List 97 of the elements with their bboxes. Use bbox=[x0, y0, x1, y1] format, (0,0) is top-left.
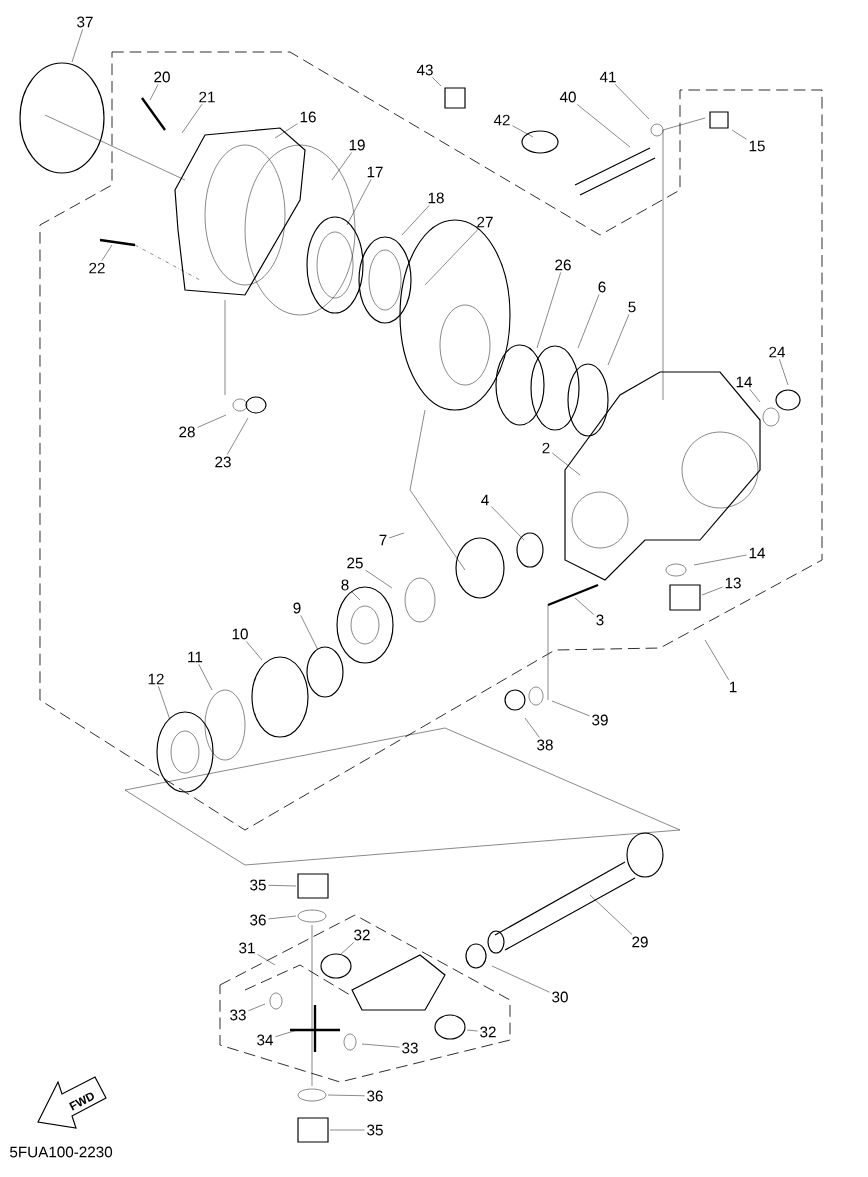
leader-line bbox=[574, 597, 594, 615]
callout-number: 8 bbox=[341, 579, 349, 591]
callout-number: 22 bbox=[89, 262, 105, 274]
leader-line bbox=[274, 123, 298, 139]
callout-number: 41 bbox=[599, 71, 616, 83]
callout-number: 30 bbox=[552, 991, 568, 1003]
callout-number: 31 bbox=[239, 942, 255, 954]
leader-line bbox=[339, 942, 355, 956]
callout-number: 28 bbox=[179, 426, 195, 438]
callout-number: 7 bbox=[379, 534, 387, 546]
callout-number: 35 bbox=[250, 879, 266, 891]
leader-line bbox=[731, 129, 747, 140]
callout-number: 2 bbox=[542, 442, 550, 454]
leader-line bbox=[491, 965, 550, 993]
callout-number: 25 bbox=[347, 557, 363, 569]
leader-line bbox=[589, 894, 633, 935]
callout-number: 39 bbox=[592, 714, 608, 726]
leader-line bbox=[257, 954, 276, 966]
leader-line bbox=[71, 29, 83, 63]
leader-line bbox=[693, 554, 747, 566]
callout-number: 26 bbox=[555, 259, 571, 271]
callout-number: 23 bbox=[215, 456, 231, 468]
callout-number: 1 bbox=[729, 681, 737, 693]
callout-number: 24 bbox=[769, 346, 786, 358]
leader-line bbox=[779, 359, 789, 386]
leader-line bbox=[149, 84, 159, 101]
leader-line bbox=[536, 272, 561, 349]
callout-number: 36 bbox=[250, 914, 266, 926]
leader-line bbox=[576, 104, 631, 148]
leader-line bbox=[346, 179, 372, 226]
leader-line bbox=[327, 1094, 365, 1097]
leader-line bbox=[268, 885, 297, 887]
leader-line bbox=[226, 417, 249, 455]
leader-line bbox=[512, 125, 534, 138]
leader-line bbox=[614, 84, 650, 120]
callout-number: 27 bbox=[477, 216, 493, 228]
callout-number: 13 bbox=[725, 577, 741, 589]
leader-line bbox=[701, 586, 723, 596]
leader-line bbox=[749, 389, 761, 403]
callout-number: 35 bbox=[367, 1124, 383, 1136]
callout-number: 18 bbox=[428, 192, 444, 204]
callout-number: 36 bbox=[367, 1090, 383, 1102]
leader-line bbox=[198, 664, 213, 691]
callout-number: 9 bbox=[293, 602, 301, 614]
callout-number: 29 bbox=[632, 936, 648, 948]
callout-number: 33 bbox=[230, 1009, 246, 1021]
leader-line bbox=[607, 314, 630, 366]
callout-number: 43 bbox=[416, 64, 433, 76]
leader-line bbox=[389, 532, 405, 539]
leader-line bbox=[246, 641, 263, 661]
callout-number: 14 bbox=[736, 376, 753, 388]
leader-line bbox=[361, 1043, 400, 1048]
leader-line bbox=[491, 506, 525, 541]
leader-line bbox=[401, 205, 430, 236]
leader-line bbox=[197, 414, 227, 428]
callout-number: 32 bbox=[354, 929, 370, 941]
leader-line bbox=[432, 77, 442, 87]
leader-line bbox=[424, 229, 479, 286]
callout-number: 10 bbox=[232, 628, 248, 640]
leader-line bbox=[268, 915, 297, 920]
leader-line bbox=[551, 700, 590, 717]
leader-line bbox=[365, 569, 393, 589]
part-code: 5FUA100-2230 bbox=[10, 1146, 113, 1158]
callout-number: 34 bbox=[257, 1034, 274, 1046]
callout-number: 32 bbox=[480, 1026, 496, 1038]
leader-line bbox=[248, 1003, 266, 1011]
callout-number: 16 bbox=[300, 111, 316, 123]
callout-number: 12 bbox=[148, 673, 164, 685]
callout-number: 40 bbox=[559, 91, 576, 103]
callout-number: 17 bbox=[367, 166, 383, 178]
leader-line bbox=[704, 639, 729, 680]
callout-number: 15 bbox=[749, 140, 765, 152]
callout-number: 3 bbox=[596, 614, 604, 626]
callout-number: 11 bbox=[188, 651, 203, 663]
leader-line bbox=[329, 1129, 365, 1131]
leader-line bbox=[101, 244, 113, 261]
callout-number: 33 bbox=[402, 1042, 418, 1054]
leader-line bbox=[524, 717, 540, 738]
callout-number: 4 bbox=[481, 494, 489, 506]
callout-number: 14 bbox=[749, 547, 766, 559]
leader-line bbox=[275, 1029, 298, 1037]
leader-line bbox=[158, 686, 171, 721]
callout-number: 20 bbox=[154, 71, 170, 83]
callout-number: 5 bbox=[628, 301, 636, 313]
callout-number: 6 bbox=[598, 281, 606, 293]
leader-line bbox=[351, 591, 361, 601]
callout-number: 21 bbox=[199, 91, 215, 103]
callout-number: 38 bbox=[537, 739, 553, 751]
callout-number: 37 bbox=[77, 16, 93, 28]
leader-line bbox=[181, 104, 203, 134]
leader-line bbox=[300, 615, 319, 651]
callout-number: 19 bbox=[349, 139, 365, 151]
leader-line bbox=[331, 152, 352, 181]
callout-number: 42 bbox=[493, 114, 510, 126]
leader-line bbox=[577, 294, 600, 349]
leader-line bbox=[552, 452, 581, 476]
leader-line bbox=[466, 1029, 478, 1032]
